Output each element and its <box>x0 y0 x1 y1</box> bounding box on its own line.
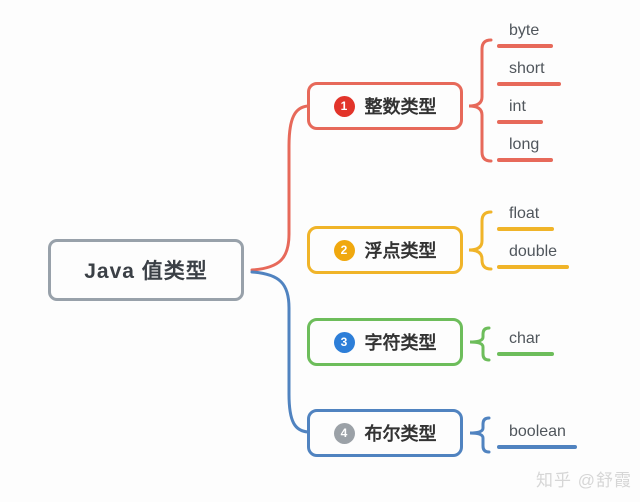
badge-2-icon: 2 <box>333 239 355 261</box>
root-connector-lower <box>250 270 310 434</box>
leaf-label-float: float <box>509 205 540 222</box>
leaf-node-float: float <box>497 203 554 231</box>
root-node-java-value-types: Java 值类型 <box>48 239 244 301</box>
leaf-underline <box>497 227 554 231</box>
leaf-label-byte: byte <box>509 22 540 39</box>
leaf-label-boolean: boolean <box>509 423 566 440</box>
leaf-node-byte: byte <box>497 20 553 48</box>
leaf-node-boolean: boolean <box>497 421 577 449</box>
leaf-label-short: short <box>509 60 545 77</box>
branch-label-char: 字符类型 <box>364 333 437 353</box>
leaf-underline <box>497 44 553 48</box>
branch-label-integer: 整数类型 <box>364 97 437 117</box>
leaf-node-short: short <box>497 58 561 86</box>
root-node-label: Java 值类型 <box>84 260 208 283</box>
badge-3-icon: 3 <box>333 331 355 353</box>
branch-node-float-types: 2 浮点类型 <box>307 226 463 274</box>
leaf-label-long: long <box>509 136 540 153</box>
branch-label-float: 浮点类型 <box>364 241 437 261</box>
leaf-label-int: int <box>509 98 526 115</box>
branch-node-integer-types: 1 整数类型 <box>307 82 463 130</box>
zhihu-watermark: 知乎 @舒霞 <box>536 471 632 490</box>
brace-float-children <box>468 210 493 271</box>
brace-integer-children <box>468 38 493 163</box>
leaf-label-char: char <box>509 330 541 347</box>
branch-node-char-type: 3 字符类型 <box>307 318 463 366</box>
leaf-underline <box>497 158 553 162</box>
branch-node-boolean-type: 4 布尔类型 <box>307 409 463 457</box>
leaf-underline <box>497 265 569 269</box>
leaf-node-long: long <box>497 134 553 162</box>
leaf-underline <box>497 352 554 356</box>
leaf-node-char: char <box>497 328 554 356</box>
branch-label-boolean: 布尔类型 <box>364 424 437 444</box>
leaf-underline <box>497 120 543 124</box>
badge-4-icon: 4 <box>333 422 355 444</box>
leaf-underline <box>497 82 561 86</box>
leaf-label-double: double <box>509 243 558 260</box>
leaf-node-int: int <box>497 96 543 124</box>
leaf-underline <box>497 445 577 449</box>
brace-boolean-children <box>469 416 491 454</box>
root-connector-upper <box>250 104 310 272</box>
leaf-node-double: double <box>497 241 569 269</box>
badge-1-icon: 1 <box>333 95 355 117</box>
brace-char-children <box>469 326 491 362</box>
